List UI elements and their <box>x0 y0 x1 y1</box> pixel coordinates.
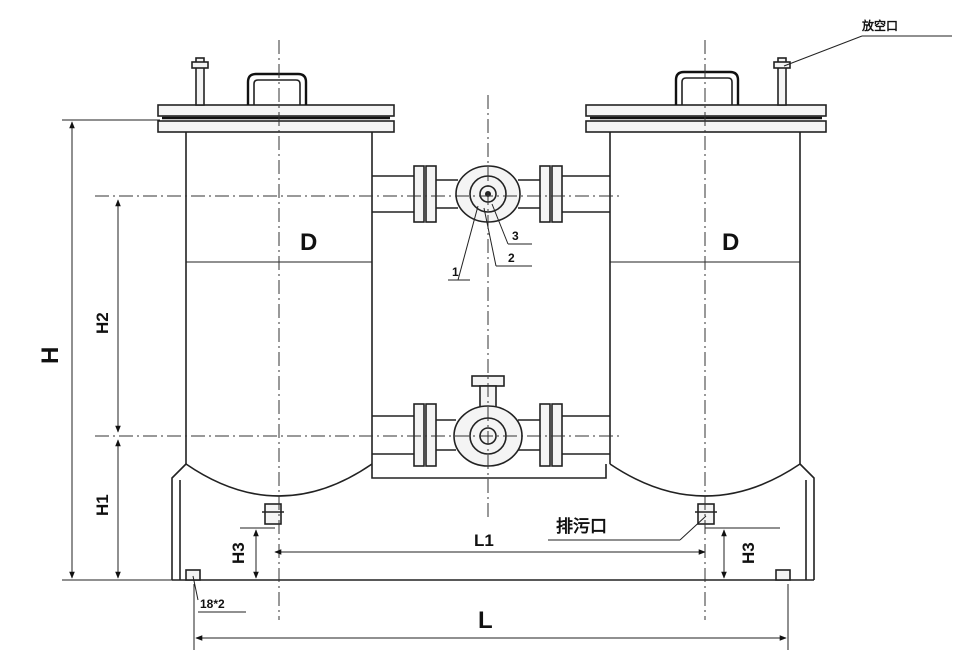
height-h1-label: H1 <box>93 494 112 516</box>
right-dished-bottom <box>609 463 801 497</box>
height-h3-left-label: H3 <box>229 542 248 564</box>
upper-left-flange-a <box>413 165 425 223</box>
foot-left <box>185 569 201 581</box>
lower-piping <box>372 375 610 467</box>
callout-2: 2 <box>508 251 515 265</box>
left-drain-valve <box>264 503 282 525</box>
callout-3: 3 <box>512 229 519 243</box>
left-dished-bottom <box>185 463 373 497</box>
height-h2-label: H2 <box>93 312 112 334</box>
right-lid-handle <box>674 70 740 105</box>
height-h-label: H <box>37 347 64 364</box>
upper-right-flange-b <box>551 165 563 223</box>
diameter-label-left: D <box>300 229 317 256</box>
upper-piping <box>372 165 610 223</box>
drain-label: 排污口 <box>556 516 607 536</box>
length-l1-label: L1 <box>474 531 494 550</box>
right-vent-stub <box>777 57 787 106</box>
left-vessel <box>157 57 395 525</box>
foot-right <box>775 569 791 581</box>
lower-right-flange-a <box>539 403 551 467</box>
right-drain-valve <box>697 503 715 525</box>
leader-lines <box>192 35 952 613</box>
lower-left-flange-b <box>425 403 437 467</box>
left-upper-flange <box>157 104 395 117</box>
left-lid-handle <box>246 72 308 105</box>
dimension-lines <box>62 119 789 650</box>
diameter-label-right: D <box>722 229 739 256</box>
lower-left-flange-a <box>413 403 425 467</box>
callout-1: 1 <box>452 265 459 279</box>
height-h3-right-label: H3 <box>739 542 758 564</box>
center-lines <box>95 40 706 620</box>
lower-right-flange-b <box>551 403 563 467</box>
right-upper-flange <box>585 104 827 117</box>
upper-right-flange-a <box>539 165 551 223</box>
left-vent-stub <box>195 57 205 106</box>
bolt-hole-label: 18*2 <box>200 597 225 611</box>
vent-label: 放空口 <box>861 18 898 33</box>
upper-left-flange-b <box>425 165 437 223</box>
length-l-label: L <box>478 607 493 634</box>
labels: 放空口 D D H H2 H1 H3 H3 L1 L 排污口 18*2 1 2 … <box>37 18 898 634</box>
right-lower-flange <box>585 120 827 133</box>
left-lower-flange <box>157 120 395 133</box>
right-vessel <box>585 57 827 525</box>
